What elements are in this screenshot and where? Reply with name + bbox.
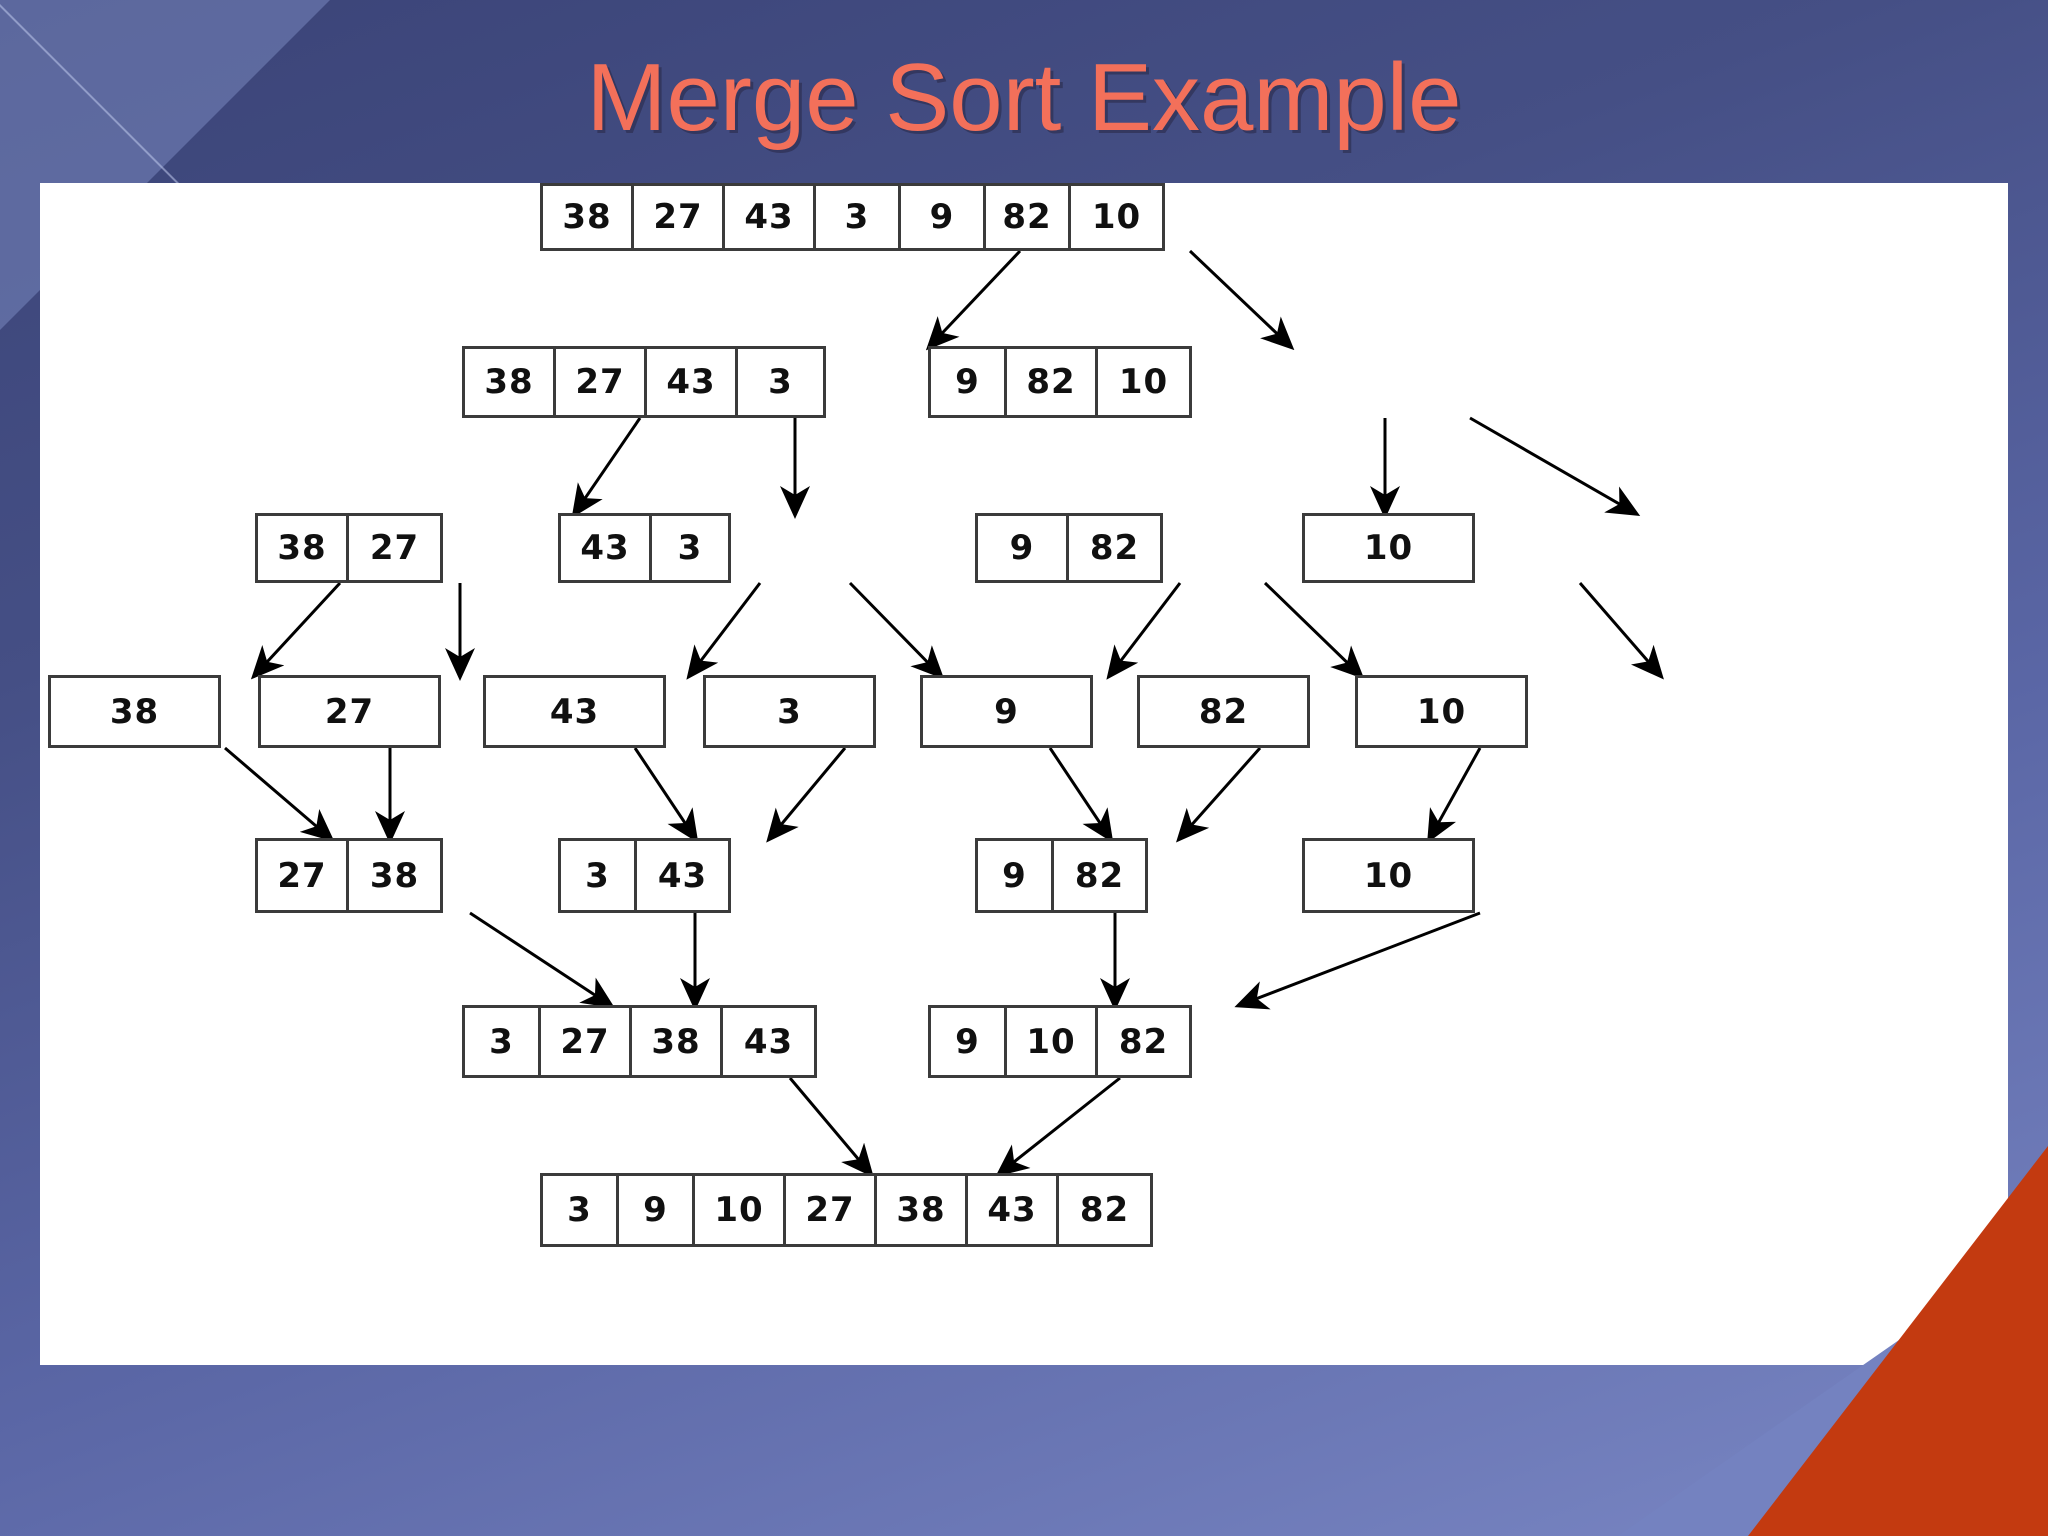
array-cell: 82 — [1140, 678, 1307, 745]
array-cell: 27 — [556, 349, 647, 415]
array-cell: 9 — [923, 678, 1090, 745]
array-group: 10 — [1355, 675, 1528, 748]
array-cell: 9 — [931, 1008, 1007, 1075]
array-group: 27 — [258, 675, 441, 748]
array-group: 9 — [920, 675, 1093, 748]
array-cell: 82 — [986, 186, 1071, 248]
row-merge-1-group: 10 — [1302, 838, 1475, 913]
array-cell: 38 — [877, 1176, 968, 1244]
array-cell: 43 — [968, 1176, 1059, 1244]
array-group: 3 — [703, 675, 876, 748]
array-cell: 43 — [723, 1008, 814, 1075]
array-cell: 9 — [901, 186, 986, 248]
array-cell: 3 — [706, 678, 873, 745]
array-cell: 82 — [1007, 349, 1098, 415]
array-cell: 3 — [652, 516, 728, 580]
array-cell: 3 — [816, 186, 901, 248]
array-cell: 38 — [543, 186, 634, 248]
array-cell: 9 — [978, 516, 1069, 580]
array-group: 10 — [1302, 513, 1475, 583]
row-split-3-singletons-group: 3 — [703, 675, 876, 748]
array-cell: 9 — [978, 841, 1054, 910]
array-cell: 82 — [1098, 1008, 1189, 1075]
array-cell: 3 — [738, 349, 823, 415]
array-group: 82 — [1137, 675, 1310, 748]
array-cell: 38 — [632, 1008, 723, 1075]
array-cell: 27 — [634, 186, 725, 248]
array-cell: 10 — [1305, 841, 1472, 910]
array-cell: 10 — [1071, 186, 1162, 248]
array-cell: 3 — [465, 1008, 541, 1075]
array-cell: 38 — [51, 678, 218, 745]
array-cell: 38 — [258, 516, 349, 580]
row-split-3-singletons-group: 43 — [483, 675, 666, 748]
array-cell: 27 — [349, 516, 440, 580]
array-cell: 38 — [349, 841, 440, 910]
array-cell: 43 — [637, 841, 728, 910]
array-cell: 38 — [465, 349, 556, 415]
array-cell: 27 — [258, 841, 349, 910]
row-split-3-singletons-group: 10 — [1355, 675, 1528, 748]
array-cell: 3 — [543, 1176, 619, 1244]
array-cell: 43 — [561, 516, 652, 580]
array-cell: 82 — [1059, 1176, 1150, 1244]
row-split-3-singletons-group: 9 — [920, 675, 1093, 748]
array-cell: 9 — [931, 349, 1007, 415]
page-title: Merge Sort Example — [586, 44, 1462, 151]
array-cell: 10 — [1007, 1008, 1098, 1075]
row-split-3-singletons-group: 27 — [258, 675, 441, 748]
array-cell: 27 — [261, 678, 438, 745]
array-cell: 9 — [619, 1176, 695, 1244]
array-cell: 10 — [1098, 349, 1189, 415]
row-split-3-singletons-group: 82 — [1137, 675, 1310, 748]
array-cell: 27 — [541, 1008, 632, 1075]
array-cell: 10 — [695, 1176, 786, 1244]
array-group: 43 — [483, 675, 666, 748]
array-cell: 82 — [1054, 841, 1145, 910]
row-split-2-group: 10 — [1302, 513, 1475, 583]
array-cell: 43 — [647, 349, 738, 415]
array-cell: 3 — [561, 841, 637, 910]
array-cell: 27 — [786, 1176, 877, 1244]
array-cell: 43 — [725, 186, 816, 248]
array-group: 10 — [1302, 838, 1475, 913]
array-cell: 10 — [1305, 516, 1472, 580]
array-group: 38 — [48, 675, 221, 748]
array-cell: 43 — [486, 678, 663, 745]
row-split-3-singletons-group: 38 — [48, 675, 221, 748]
array-cell: 82 — [1069, 516, 1160, 580]
array-cell: 10 — [1358, 678, 1525, 745]
